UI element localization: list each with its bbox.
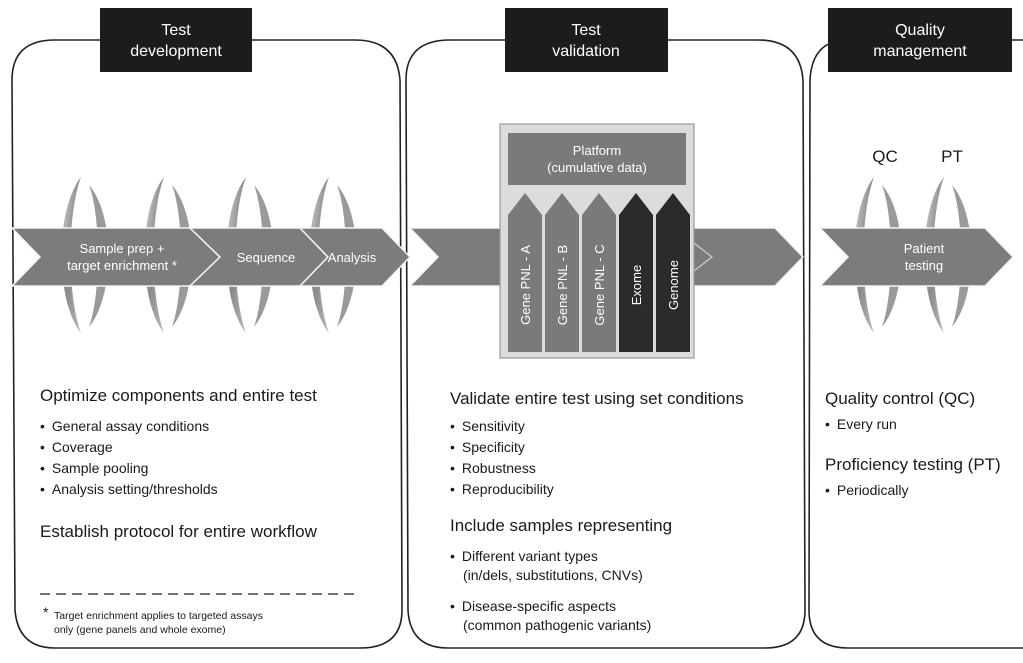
stage-panel-quality [808,39,1023,649]
quality-qc-item: Every run [825,416,897,432]
column-gene-pnl-c [582,193,616,352]
column-label-gene-pnl-b: Gene PNL - B [555,245,570,325]
stage-title-validation-line2: validation [552,43,620,60]
column-genome [656,193,690,352]
step-sample-prep-line1: Sample prep + [80,241,165,256]
quality-qc-heading: Quality control (QC) [825,389,976,408]
column-label-gene-pnl-a: Gene PNL - A [518,245,533,325]
validation-item-1: Sensitivity [450,418,525,434]
stage-title-development-line1: Test [161,22,191,39]
footnote-line1: Target enrichment applies to targeted as… [54,610,263,622]
step-patient-line2: testing [905,258,943,273]
title-box-validation [505,8,668,72]
development-item-1: General assay conditions [40,418,209,434]
column-exome [619,193,653,352]
validation-disease-aspects-detail: (common pathogenic variants) [463,617,652,633]
step-patient-line1: Patient [904,241,945,256]
stage-title-quality-line2: management [873,43,967,60]
stage-panel-development [11,39,403,649]
development-heading: Optimize components and entire test [40,386,317,405]
validation-variant-types-detail: (in/dels, substitutions, CNVs) [463,567,643,583]
column-label-exome: Exome [629,265,644,305]
title-box-quality [828,8,1012,72]
platform-header [508,133,686,185]
stage-title-quality-line1: Quality [895,22,945,39]
validation-heading: Validate entire test using set condition… [450,389,744,408]
validation-item-3: Robustness [450,460,536,476]
arrow-sample-prep [10,227,222,287]
step-sequence: Sequence [237,250,296,265]
column-label-gene-pnl-c: Gene PNL - C [592,244,607,325]
validation-variant-types: Different variant types [450,548,598,564]
stage-title-validation-line1: Test [571,22,601,39]
quality-pt-item: Periodically [825,482,909,498]
validation-disease-aspects: Disease-specific aspects [450,598,616,614]
footnote-star: * [43,604,49,620]
platform-title-line2: (cumulative data) [547,160,647,175]
label-qc: QC [872,147,898,166]
development-item-4: Analysis setting/thresholds [40,481,218,497]
column-gene-pnl-b [545,193,579,352]
footnote-line2: only (gene panels and whole exome) [54,624,226,636]
quality-pt-heading: Proficiency testing (PT) [825,455,1001,474]
column-label-genome: Genome [666,260,681,310]
title-box-development [100,8,252,72]
stage-panel-validation [405,39,806,649]
label-pt: PT [941,147,963,166]
validation-item-2: Specificity [450,439,525,455]
platform-title-line1: Platform [573,143,621,158]
arrow-patient-testing [818,227,1015,287]
step-sample-prep-line2: target enrichment * [67,258,177,273]
arrow-analysis [298,227,412,287]
validation-item-4: Reproducibility [450,481,554,497]
development-item-3: Sample pooling [40,460,149,476]
validation-heading-2: Include samples representing [450,516,673,535]
step-analysis: Analysis [328,250,377,265]
column-gene-pnl-a [508,193,542,352]
development-item-2: Coverage [40,439,113,455]
development-protocol: Establish protocol for entire workflow [40,522,317,541]
stage-title-development-line2: development [130,43,222,60]
